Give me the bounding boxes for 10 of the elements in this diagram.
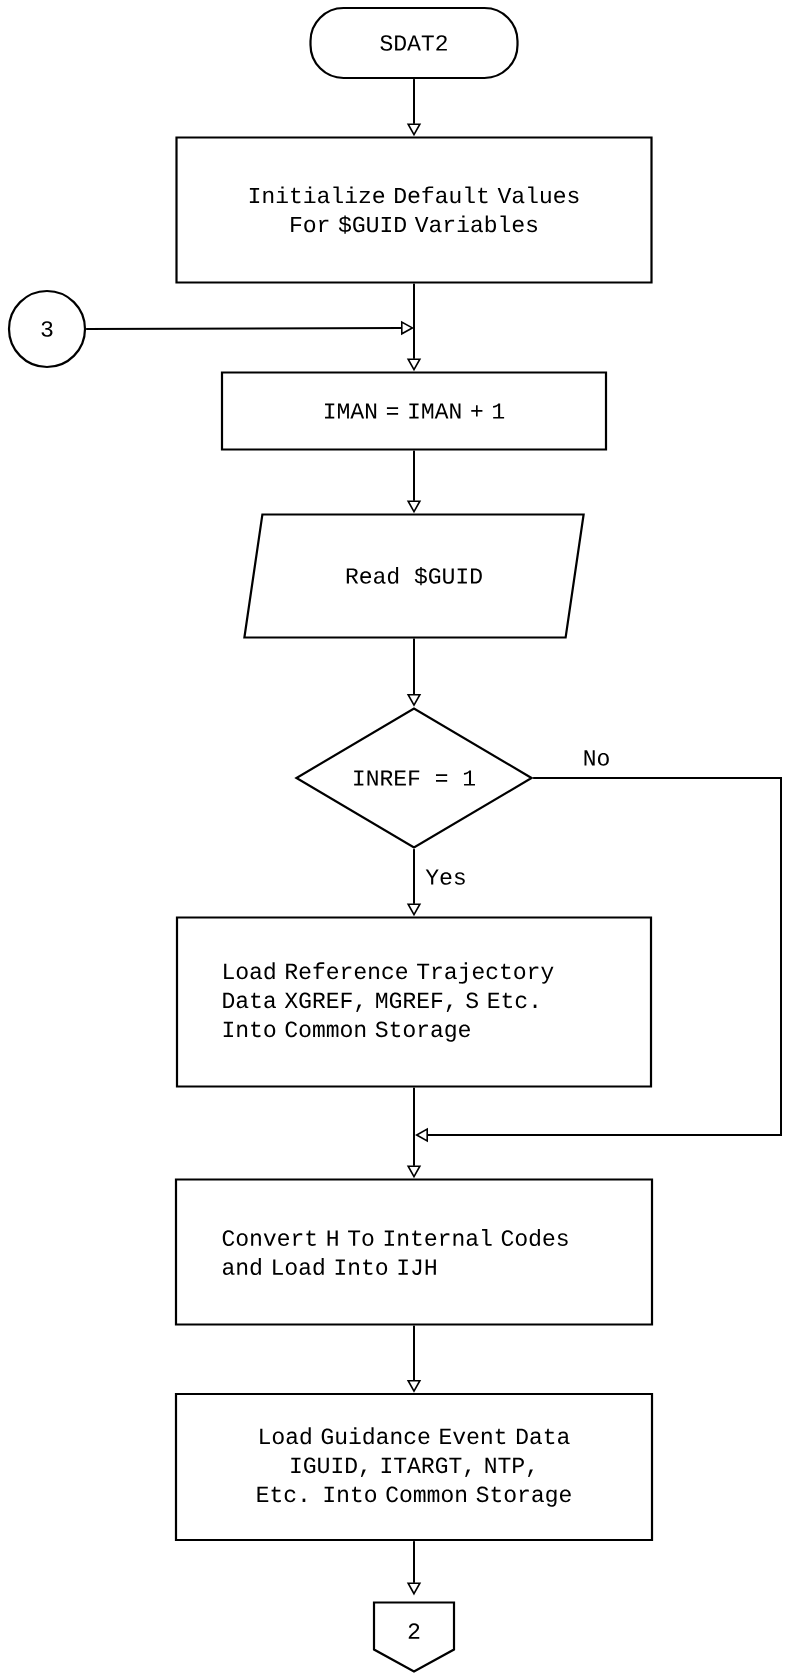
process-box: Load Guidance Event Data IGUID, ITARGT, NTP, Etc. Into Common Storage	[174, 1392, 654, 1542]
edge-label: No	[581, 749, 612, 767]
process-box: IMAN = IMAN + 1	[220, 371, 608, 451]
process-box: Load Reference Trajectory Data XGREF, MGREF, S Etc. Into Common Storage	[175, 916, 653, 1088]
arrow	[415, 777, 782, 1143]
input-parallelogram: Read $GUID	[243, 513, 585, 639]
edge-label: Yes	[424, 868, 468, 886]
off-page-connector: 2	[372, 1601, 456, 1673]
process-box: Convert H To Internal Codes and Load Into IJH	[174, 1178, 654, 1326]
process-box: Initialize Default Values For $GUID Variables	[175, 136, 653, 284]
